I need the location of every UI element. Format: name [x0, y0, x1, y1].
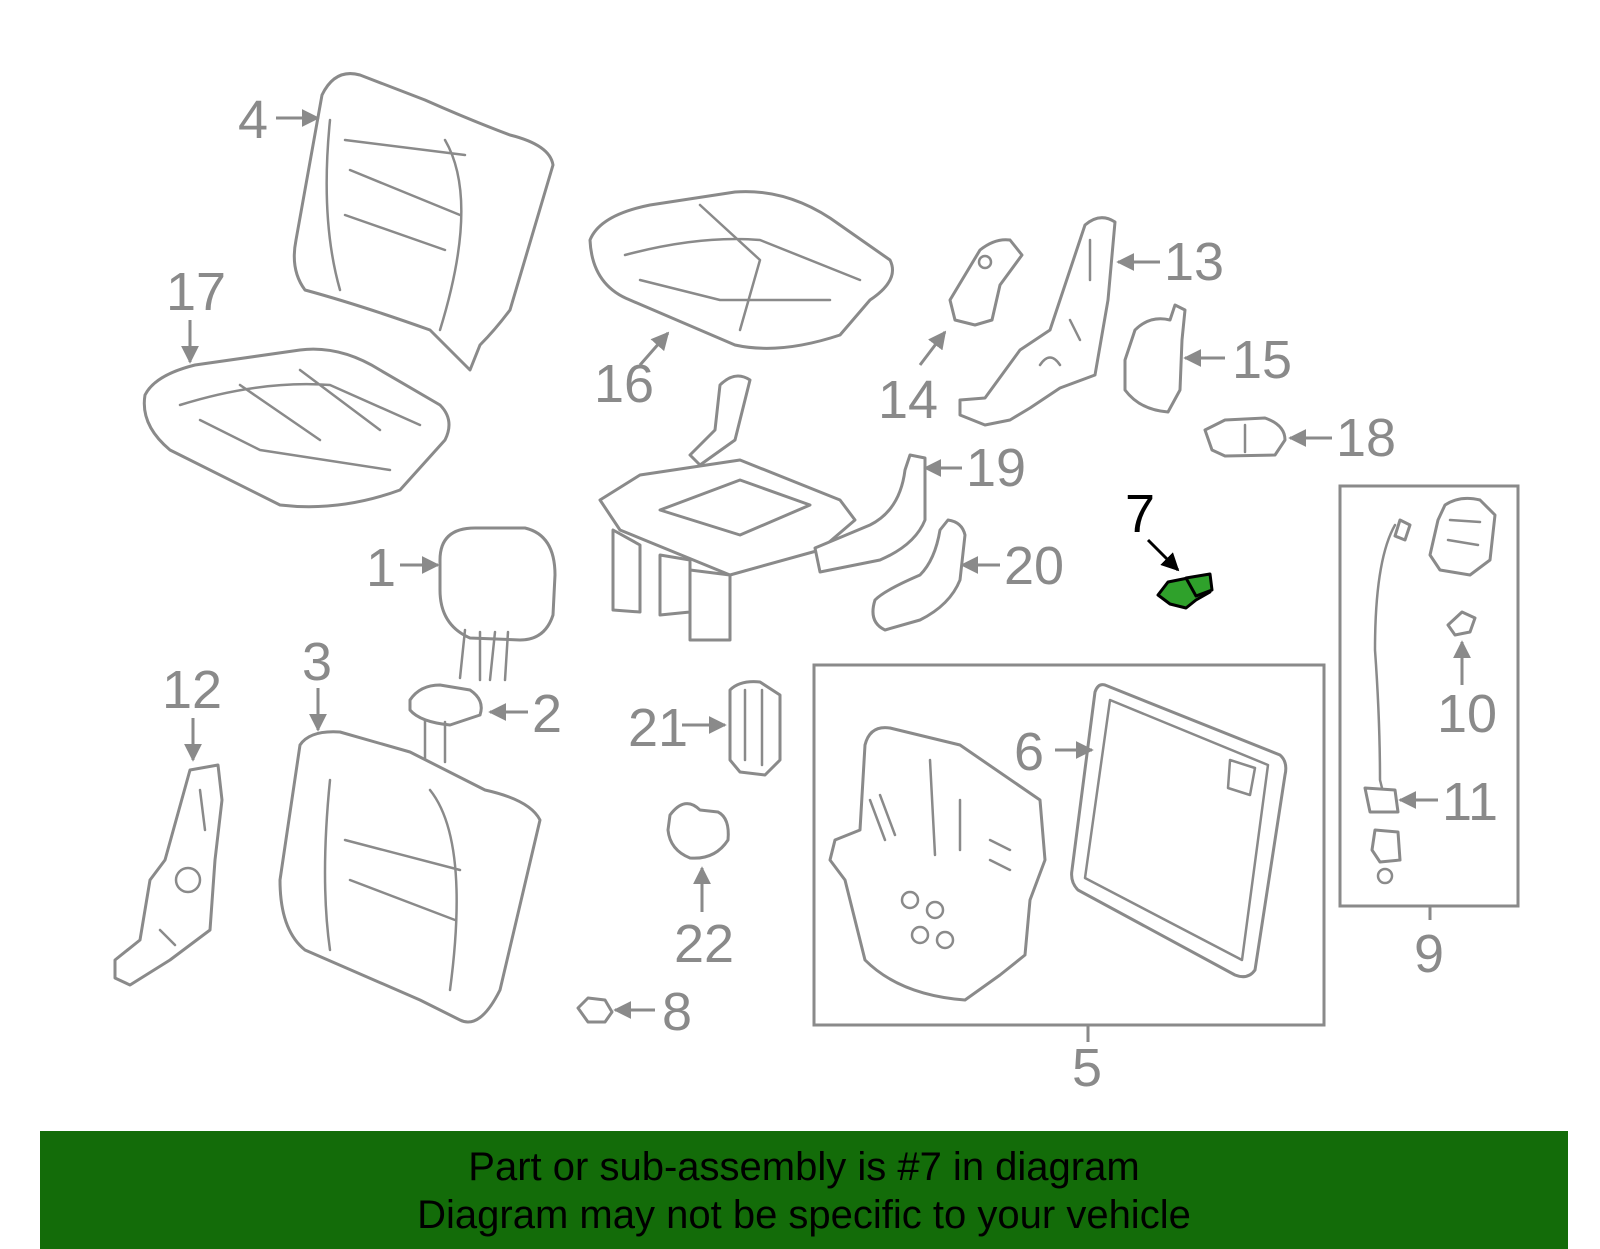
callout-22[interactable]: 22 — [674, 914, 734, 974]
part-7-highlighted[interactable] — [1156, 572, 1214, 610]
part-15-cover[interactable] — [1123, 303, 1187, 414]
callout-10[interactable]: 10 — [1437, 684, 1497, 744]
banner-line-2: Diagram may not be specific to your vehi… — [417, 1193, 1191, 1237]
part-1-headrest[interactable] — [438, 526, 557, 682]
info-banner: Part or sub-assembly is #7 in diagram Di… — [40, 1131, 1568, 1249]
part-17-seat-cushion[interactable] — [142, 347, 451, 509]
part-14-bracket[interactable] — [948, 238, 1024, 327]
part-seat-frame[interactable] — [598, 374, 857, 642]
callout-9[interactable]: 9 — [1414, 924, 1444, 984]
banner-line-1: Part or sub-assembly is #7 in diagram — [468, 1145, 1140, 1189]
part-13-hinge[interactable] — [958, 216, 1117, 427]
callout-17[interactable]: 17 — [166, 262, 226, 322]
part-6-back-panel[interactable] — [1070, 683, 1288, 979]
part-belt-cover[interactable] — [1428, 496, 1497, 577]
part-3-seat-back[interactable] — [278, 730, 542, 1024]
part-21-cover[interactable] — [728, 680, 782, 777]
part-20-cover[interactable] — [871, 518, 967, 632]
callout-2[interactable]: 2 — [532, 684, 562, 744]
callout-8[interactable]: 8 — [662, 982, 692, 1042]
callout-4[interactable]: 4 — [238, 90, 268, 150]
part-8-clip[interactable] — [576, 996, 614, 1024]
part-5-seat-back-frame[interactable] — [828, 726, 1047, 1002]
part-4-seat-back[interactable] — [292, 72, 555, 372]
group-box-5 — [812, 663, 1326, 1027]
part-12-hinge[interactable] — [113, 763, 224, 987]
leader-14 — [918, 330, 947, 366]
callout-6[interactable]: 6 — [1014, 722, 1044, 782]
callout-5[interactable]: 5 — [1072, 1038, 1102, 1098]
part-11-seat-belt[interactable] — [1363, 518, 1412, 885]
callout-15[interactable]: 15 — [1232, 330, 1292, 390]
callout-13[interactable]: 13 — [1164, 232, 1224, 292]
parts-diagram: 4 17 16 19 20 14 13 — [113, 72, 1520, 1098]
callout-21[interactable]: 21 — [628, 698, 688, 758]
callout-16[interactable]: 16 — [594, 354, 654, 414]
part-16-seat-cushion[interactable] — [588, 190, 894, 350]
callout-20[interactable]: 20 — [1004, 536, 1064, 596]
callout-12[interactable]: 12 — [162, 660, 222, 720]
callout-19[interactable]: 19 — [966, 438, 1026, 498]
callout-7[interactable]: 7 — [1125, 484, 1155, 544]
part-22-clip[interactable] — [666, 802, 730, 860]
callout-11[interactable]: 11 — [1442, 772, 1498, 832]
callout-14[interactable]: 14 — [878, 370, 938, 430]
part-18-clip[interactable] — [1203, 416, 1287, 458]
callout-3[interactable]: 3 — [302, 632, 332, 692]
leader-16 — [638, 331, 670, 366]
leader-7 — [1146, 538, 1180, 572]
part-10-clip[interactable] — [1446, 610, 1477, 637]
part-2-guide[interactable] — [408, 683, 483, 764]
callout-18[interactable]: 18 — [1336, 408, 1396, 468]
callout-1[interactable]: 1 — [366, 538, 396, 598]
part-19-trim[interactable] — [813, 453, 927, 574]
